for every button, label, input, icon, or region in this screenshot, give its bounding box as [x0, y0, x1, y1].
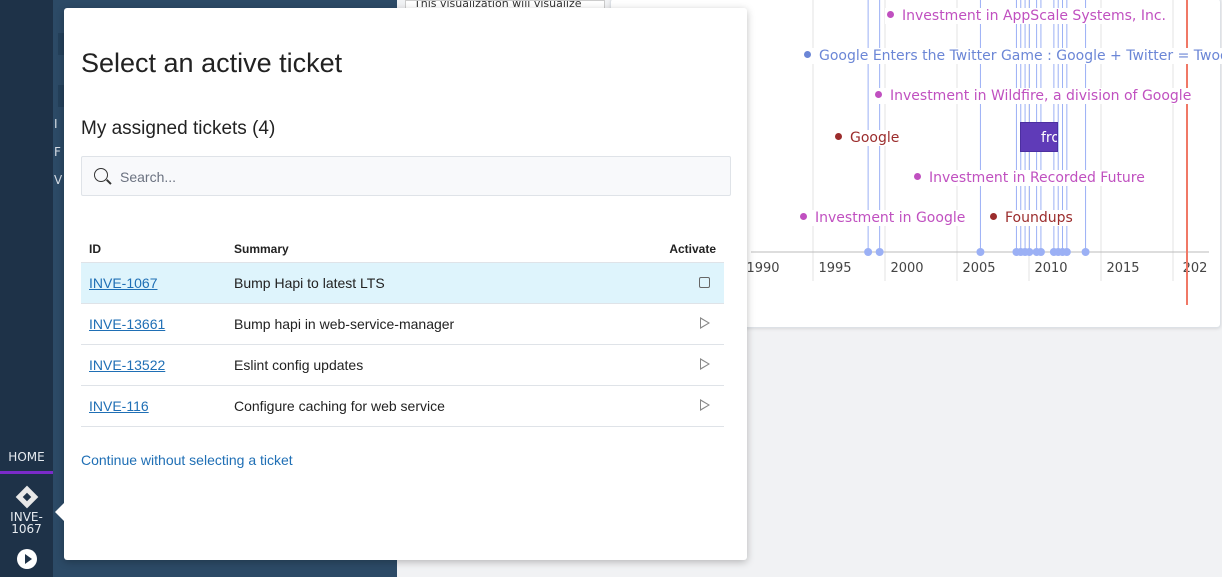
- tickets-table: ID Summary Activate INVE-1067 Bump Hapi …: [81, 236, 724, 427]
- continue-without-ticket-link[interactable]: Continue without selecting a ticket: [81, 452, 293, 468]
- timeline-event[interactable]: Investment in AppScale Systems, Inc.: [885, 8, 1170, 24]
- ticket-link[interactable]: INVE-13522: [89, 356, 166, 373]
- axis-tick-label: 2010: [1034, 261, 1067, 276]
- panel-letter: F: [54, 145, 61, 159]
- event-dot: [914, 173, 921, 180]
- search-input[interactable]: [120, 165, 720, 189]
- ticket-summary: Configure caching for web service: [226, 385, 620, 427]
- table-row[interactable]: INVE-116 Configure caching for web servi…: [81, 385, 724, 427]
- play-icon[interactable]: [700, 316, 710, 329]
- play-icon[interactable]: [17, 549, 37, 569]
- event-dot: [887, 11, 894, 18]
- app-sidebar: HOME INVE- 1067: [0, 0, 53, 577]
- table-row[interactable]: INVE-13522 Eslint config updates: [81, 344, 724, 386]
- stop-icon[interactable]: [699, 276, 710, 288]
- event-point: [1036, 248, 1045, 256]
- panel-item: [58, 85, 68, 107]
- event-point: [864, 248, 873, 256]
- column-header-summary: Summary: [226, 236, 620, 263]
- axis-tick-label: 1990: [746, 261, 779, 276]
- timeline-event[interactable]: Investment in Recorded Future: [912, 170, 1149, 186]
- play-icon[interactable]: [700, 398, 710, 411]
- table-row[interactable]: INVE-1067 Bump Hapi to latest LTS: [81, 262, 724, 304]
- event-dot: [990, 213, 997, 220]
- timeline-event[interactable]: Foundups: [988, 210, 1077, 226]
- event-point: [875, 248, 884, 256]
- panel-item: [58, 33, 68, 55]
- play-icon[interactable]: [700, 357, 710, 370]
- timeline-range-item[interactable]: fro: [1020, 122, 1058, 152]
- home-nav[interactable]: HOME: [0, 446, 53, 474]
- column-header-activate: Activate: [619, 236, 724, 263]
- timeline-event[interactable]: Investment in Wildfire, a division of Go…: [873, 88, 1196, 104]
- column-header-id: ID: [81, 236, 226, 263]
- axis-tick-label: 202: [1183, 261, 1208, 276]
- search-icon: [94, 168, 108, 182]
- ticket-summary: Bump Hapi to latest LTS: [226, 262, 620, 304]
- ticket-summary: Eslint config updates: [226, 344, 620, 386]
- timeline-event[interactable]: Google: [833, 130, 904, 146]
- event-dot: [804, 51, 811, 58]
- table-row[interactable]: INVE-13661 Bump hapi in web-service-mana…: [81, 303, 724, 345]
- panel-letter: I: [54, 117, 58, 131]
- event-dot: [800, 213, 807, 220]
- timeline-chart: 1990 1995 2000 2005 2010 2015 202: [746, 0, 1209, 305]
- event-point: [976, 248, 985, 256]
- jira-icon: [15, 485, 38, 509]
- event-point: [1081, 248, 1090, 256]
- active-ticket-button[interactable]: INVE- 1067: [0, 485, 53, 536]
- ticket-label-line1: INVE-: [10, 510, 43, 524]
- timeline-event[interactable]: Investment in Google: [798, 210, 970, 226]
- popover-arrow: [55, 502, 65, 522]
- ticket-link[interactable]: INVE-116: [89, 397, 149, 414]
- axis-tick-label: 1995: [818, 261, 851, 276]
- event-point: [1025, 248, 1034, 256]
- select-ticket-modal: Select an active ticket My assigned tick…: [55, 8, 747, 560]
- search-box[interactable]: [81, 156, 731, 196]
- ticket-summary: Bump hapi in web-service-manager: [226, 303, 620, 345]
- modal-title: Select an active ticket: [81, 48, 343, 78]
- ticket-label-line2: 1067: [11, 522, 42, 536]
- ticket-link[interactable]: INVE-1067: [89, 274, 158, 291]
- event-dot: [875, 91, 882, 98]
- ticket-link[interactable]: INVE-13661: [89, 315, 166, 332]
- panel-letter: V: [54, 173, 63, 187]
- axis-tick-label: 2005: [962, 261, 995, 276]
- assigned-tickets-heading: My assigned tickets (4): [81, 118, 276, 139]
- axis-tick-label: 2015: [1106, 261, 1139, 276]
- timeline-event[interactable]: Google Enters the Twitter Game : Google …: [802, 48, 1222, 64]
- event-point: [1062, 248, 1071, 256]
- event-dot: [835, 133, 842, 140]
- axis-tick-label: 2000: [890, 261, 923, 276]
